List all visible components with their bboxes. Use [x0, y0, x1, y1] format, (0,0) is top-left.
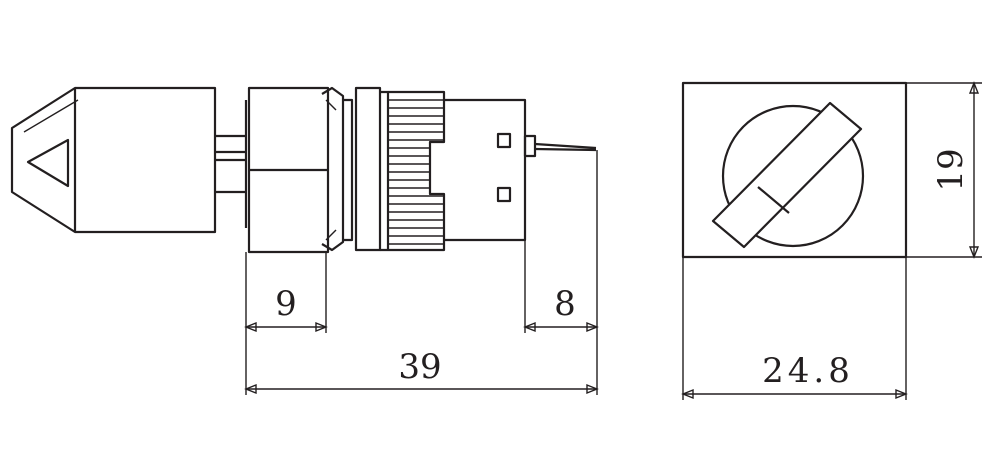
dim-panel-height-label: 19 — [931, 148, 971, 191]
switch-body — [354, 86, 527, 252]
knob-lever — [711, 101, 863, 249]
dim-front-width-label: 9 — [275, 284, 297, 324]
front-view: 19 24.8 — [681, 81, 982, 400]
dim-panel-width-label: 24.8 — [762, 351, 854, 391]
mounting-nut — [321, 86, 354, 252]
panel-outline — [681, 81, 908, 259]
dim-panel-width: 24.8 — [681, 257, 908, 400]
knob-circle — [721, 104, 865, 248]
key-icon — [10, 86, 217, 234]
dim-panel-height: 19 — [906, 81, 982, 259]
side-view: 9 8 39 — [10, 86, 599, 395]
terminal-pin — [523, 134, 597, 158]
front-bezel — [244, 86, 330, 254]
dim-terminal-length: 8 — [523, 150, 599, 395]
dim-front-width: 9 — [244, 252, 328, 395]
key-shaft — [215, 134, 246, 194]
dim-overall-length: 39 — [244, 347, 599, 395]
dim-terminal-length-label: 8 — [554, 284, 576, 324]
dim-overall-length-label: 39 — [398, 347, 441, 387]
body-ribs — [388, 99, 444, 245]
